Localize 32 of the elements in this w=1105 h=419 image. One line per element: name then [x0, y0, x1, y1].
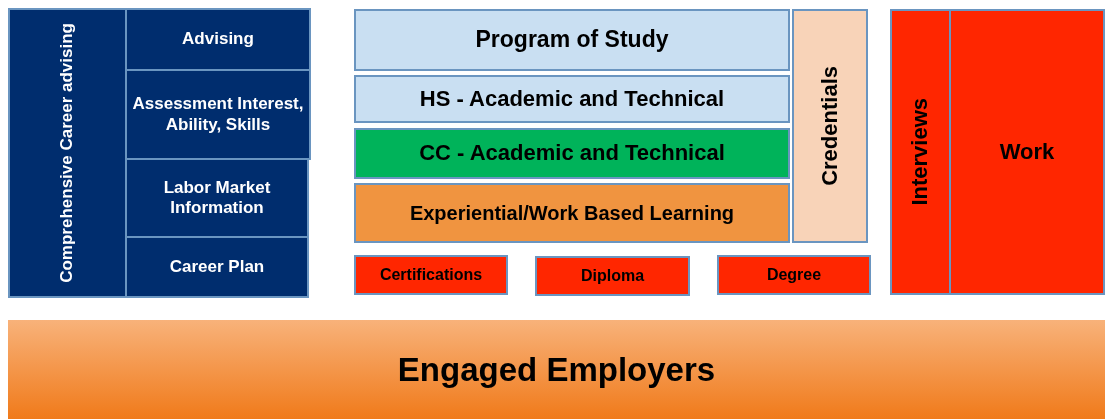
- label-box: [354, 9, 790, 71]
- box-text: Labor Market Information: [162, 177, 272, 219]
- box-text: Interviews: [907, 98, 934, 206]
- label-box: [717, 255, 871, 295]
- label-box: [125, 158, 309, 238]
- label-box: [949, 9, 1105, 295]
- box-text: Credentials: [816, 66, 843, 186]
- label-box: [535, 256, 690, 296]
- banner: [8, 320, 1105, 419]
- label-box: [354, 128, 790, 179]
- label-box: [354, 255, 508, 295]
- box-text: Diploma: [580, 266, 645, 286]
- label-box: [125, 8, 311, 71]
- box-text: Comprehensive Career advising: [57, 23, 78, 283]
- box-text: Work: [999, 138, 1055, 166]
- box-text: Experiential/Work Based Learning: [409, 201, 735, 225]
- box-text: Degree: [766, 265, 822, 285]
- category-panel: [8, 8, 127, 298]
- box-text: Program of Study: [475, 26, 669, 54]
- box-text: Certifications: [379, 265, 483, 285]
- label-box: [125, 69, 311, 160]
- box-text: Engaged Employers: [397, 349, 716, 390]
- box-text: Advising: [182, 29, 254, 50]
- label-box: [354, 183, 790, 243]
- label-box: [354, 75, 790, 123]
- category-panel: [890, 9, 951, 295]
- label-box: [125, 236, 309, 298]
- box-text: HS - Academic and Technical: [419, 85, 725, 113]
- box-text: Assessment Interest, Ability, Skills: [131, 94, 305, 135]
- box-text: Career Plan: [169, 256, 265, 278]
- box-text: CC - Academic and Technical: [419, 140, 725, 167]
- category-panel: [792, 9, 868, 243]
